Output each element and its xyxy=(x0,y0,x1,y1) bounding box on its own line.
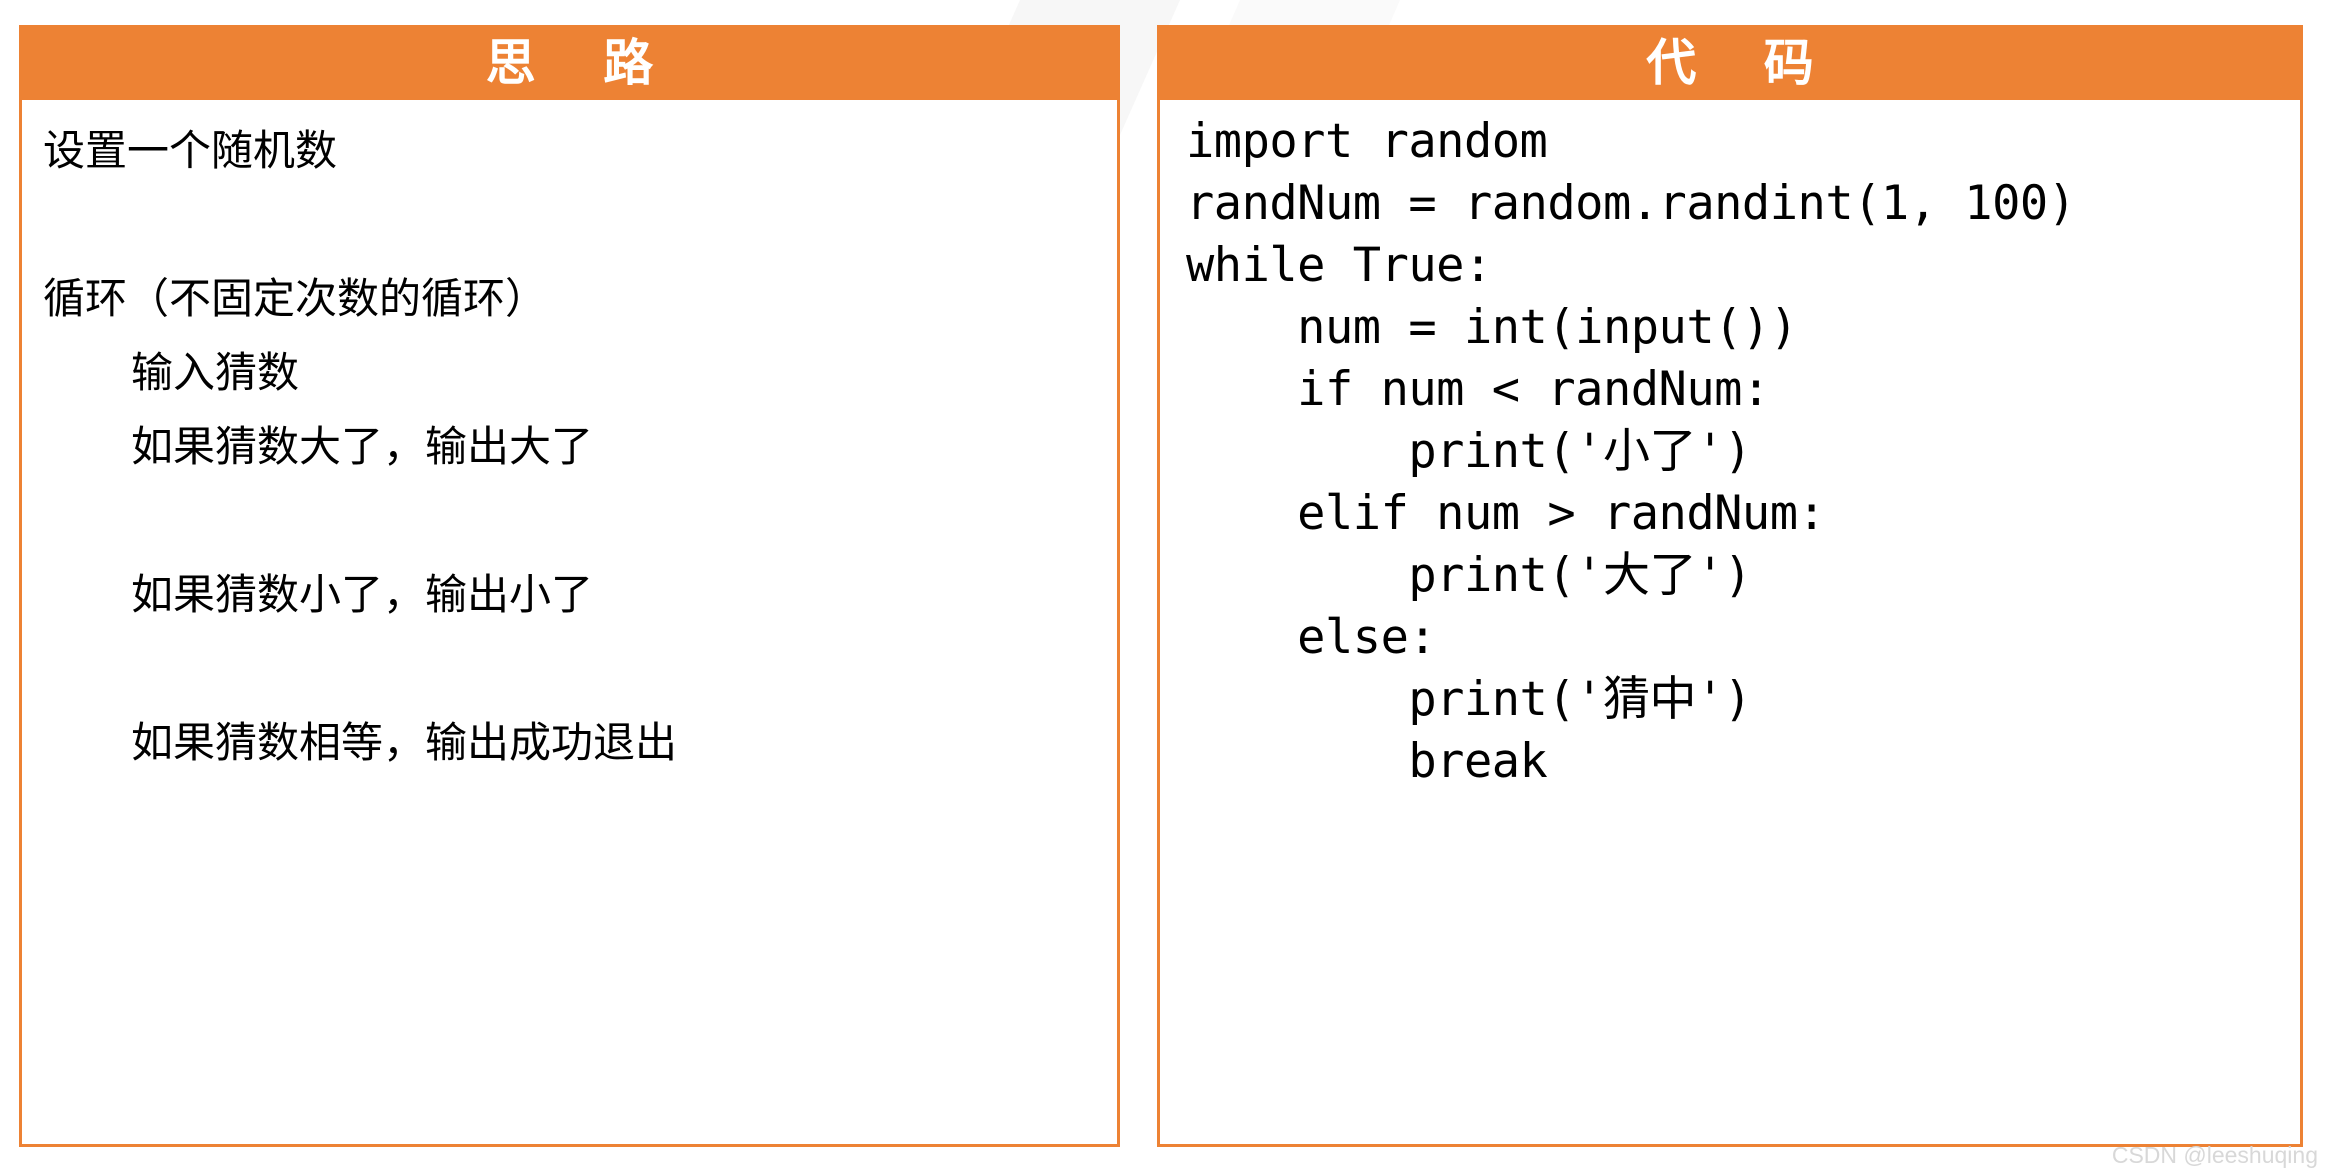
thought-panel-header: 思 路 xyxy=(19,25,1120,100)
code-line: elif num > randNum: xyxy=(1186,485,1826,541)
outline-item-spacer xyxy=(43,188,1097,262)
thought-panel: 思 路 设置一个随机数 循环（不固定次数的循环） 输入猜数 如果猜数大了，输出大… xyxy=(19,25,1120,1147)
code-line: else: xyxy=(1186,609,1437,665)
code-line: print('小了') xyxy=(1186,423,1752,479)
code-line: import random xyxy=(1186,113,1548,169)
code-panel-title: 代 码 xyxy=(1646,33,1839,92)
thought-panel-body: 设置一个随机数 循环（不固定次数的循环） 输入猜数 如果猜数大了，输出大了 如果… xyxy=(19,100,1120,1147)
outline-item: 如果猜数小了，输出小了 xyxy=(131,570,594,619)
outline-item: 循环（不固定次数的循环） xyxy=(43,274,548,323)
outline-item: 如果猜数大了，输出大了 xyxy=(131,422,594,471)
code-panel-body: import random randNum = random.randint(1… xyxy=(1157,100,2303,1147)
csdn-watermark: CSDN @leeshuqing xyxy=(2111,1142,2318,1168)
code-line: break xyxy=(1186,733,1548,789)
code-panel: 代 码 import random randNum = random.randi… xyxy=(1157,25,2303,1147)
code-line: if num < randNum: xyxy=(1186,361,1770,417)
code-line: print('猜中') xyxy=(1186,671,1752,727)
outline-item: 如果猜数相等，输出成功退出 xyxy=(131,718,678,767)
code-line: print('大了') xyxy=(1186,547,1752,603)
thought-panel-title: 思 路 xyxy=(485,33,679,92)
outline-item-spacer xyxy=(43,632,1097,706)
code-panel-header: 代 码 xyxy=(1157,25,2303,100)
outline-item-spacer xyxy=(43,484,1097,558)
outline-list: 设置一个随机数 循环（不固定次数的循环） 输入猜数 如果猜数大了，输出大了 如果… xyxy=(22,100,1117,1144)
code-line: while True: xyxy=(1186,237,1492,293)
code-line: randNum = random.randint(1, 100) xyxy=(1186,175,2076,231)
outline-item: 设置一个随机数 xyxy=(43,126,338,175)
code-block: import random randNum = random.randint(1… xyxy=(1160,100,2300,1144)
code-line: num = int(input()) xyxy=(1186,299,1798,355)
outline-item: 输入猜数 xyxy=(131,348,300,397)
